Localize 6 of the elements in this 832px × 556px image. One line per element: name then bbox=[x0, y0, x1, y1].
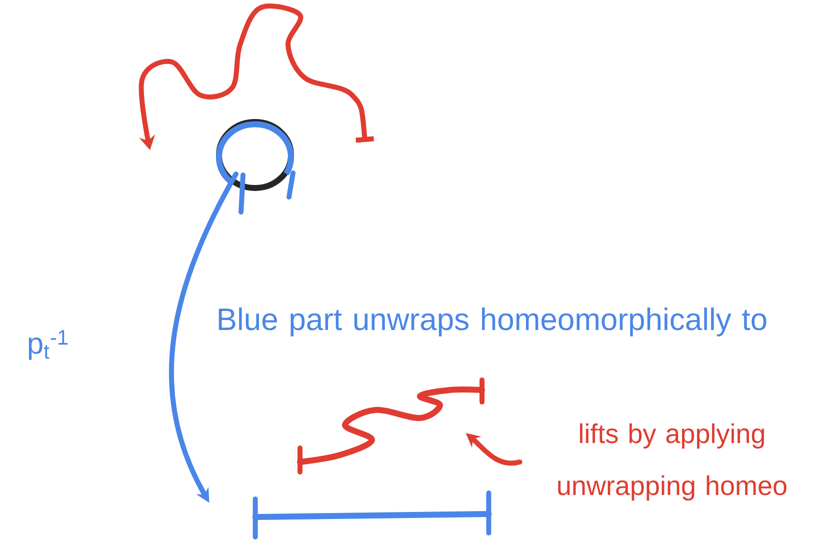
interval-drawing bbox=[252, 490, 492, 540]
note-text: lifts by applying unwrapping homeo bbox=[558, 423, 786, 501]
lifted-path-drawing bbox=[297, 377, 485, 474]
circle-drawing bbox=[216, 119, 296, 214]
note-text: Blue part unwraps homeomorphically to bbox=[218, 308, 766, 336]
edge-label: p$_{t}$-1 bbox=[24, 326, 72, 364]
